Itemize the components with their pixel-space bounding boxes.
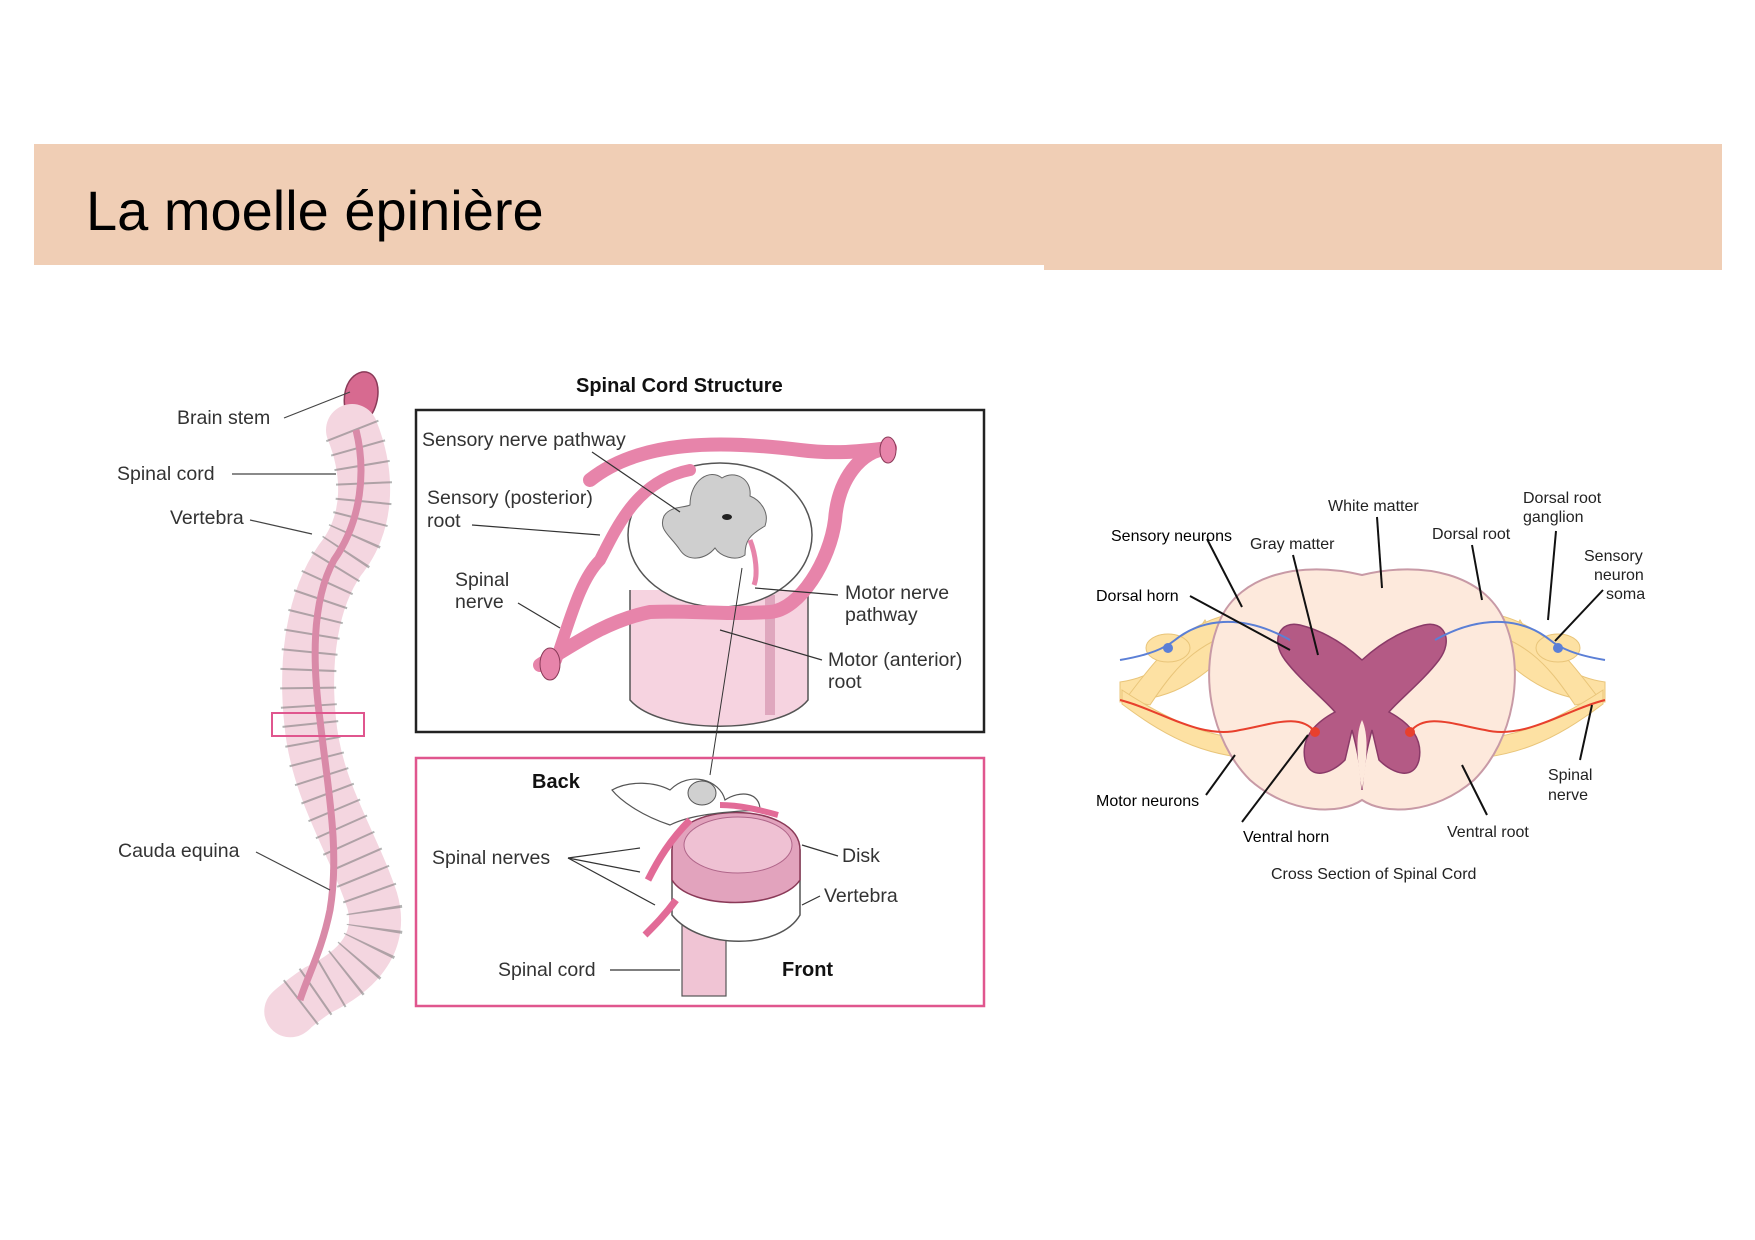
zoom-link-line	[709, 567, 743, 776]
label-spinal-nerves: Spinal nerves	[432, 847, 550, 869]
cross-section-figure: White matter Dorsal root ganglion Sensor…	[1096, 490, 1645, 883]
label-cauda-equina: Cauda equina	[118, 840, 240, 862]
structure-title: Spinal Cord Structure	[576, 375, 783, 397]
structure-frame	[414, 408, 986, 734]
label-spinal-nerve-cs-2: nerve	[1548, 787, 1588, 804]
label-front: Front	[782, 959, 833, 981]
label-gray-matter: Gray matter	[1250, 536, 1335, 553]
label-white-matter: White matter	[1328, 498, 1419, 515]
motor-nerve	[533, 441, 897, 672]
label-brain-stem: Brain stem	[177, 407, 270, 429]
highlight-box	[271, 712, 365, 737]
label-motor-neurons: Motor neurons	[1096, 793, 1199, 810]
label-sensory-neurons: Sensory neurons	[1111, 528, 1232, 545]
label-sensory-root-2: root	[427, 510, 461, 532]
spine-figure: Brain stem Spinal cord Vertebra Cauda eq…	[117, 371, 404, 1040]
label-vertebra: Vertebra	[170, 507, 244, 529]
cord-cylinder	[629, 590, 809, 727]
label-soma-3: soma	[1606, 586, 1645, 603]
label-ventral-root: Ventral root	[1447, 824, 1529, 841]
label-back: Back	[532, 771, 581, 793]
label-ventral-horn: Ventral horn	[1243, 829, 1329, 846]
label-vertebra-detail: Vertebra	[824, 885, 898, 907]
label-soma-2: neuron	[1594, 567, 1644, 584]
cross-section-caption: Cross Section of Spinal Cord	[1271, 866, 1476, 883]
spinal-cord-line	[296, 429, 365, 1002]
vertebra-figure: Back Front Spinal nerves Disk Vertebra S…	[414, 756, 986, 1008]
gray-matter-shape	[662, 473, 767, 559]
label-dorsal-root: Dorsal root	[1432, 526, 1511, 543]
label-drg-2: ganglion	[1523, 509, 1584, 526]
label-soma-1: Sensory	[1584, 548, 1643, 565]
label-drg-1: Dorsal root	[1523, 490, 1602, 507]
vertebra-frame	[414, 756, 986, 1008]
label-spinal-nerve-2: nerve	[455, 591, 504, 613]
label-sensory-root-1: Sensory (posterior)	[427, 487, 593, 509]
structure-figure: Spinal Cord Structure Sensory nerve path…	[414, 375, 986, 776]
label-sensory-pathway: Sensory nerve pathway	[422, 429, 626, 451]
sensory-root	[550, 464, 696, 666]
label-motor-root-1: Motor (anterior)	[828, 649, 962, 671]
label-motor-pathway-1: Motor nerve	[845, 582, 949, 604]
header-band-extension	[1044, 144, 1722, 270]
label-motor-pathway-2: pathway	[845, 604, 918, 626]
label-disk: Disk	[842, 845, 880, 867]
label-spinal-nerve-1: Spinal	[455, 569, 509, 591]
vertebral-column	[264, 404, 402, 1038]
label-spinal-cord: Spinal cord	[117, 463, 215, 485]
label-spinal-nerve-cs-1: Spinal	[1548, 767, 1592, 784]
label-motor-root-2: root	[828, 671, 862, 693]
slide-title: La moelle épinière	[86, 179, 544, 242]
label-spinal-cord-detail: Spinal cord	[498, 959, 596, 981]
label-dorsal-horn: Dorsal horn	[1096, 588, 1179, 605]
sensory-nerve	[583, 437, 897, 487]
